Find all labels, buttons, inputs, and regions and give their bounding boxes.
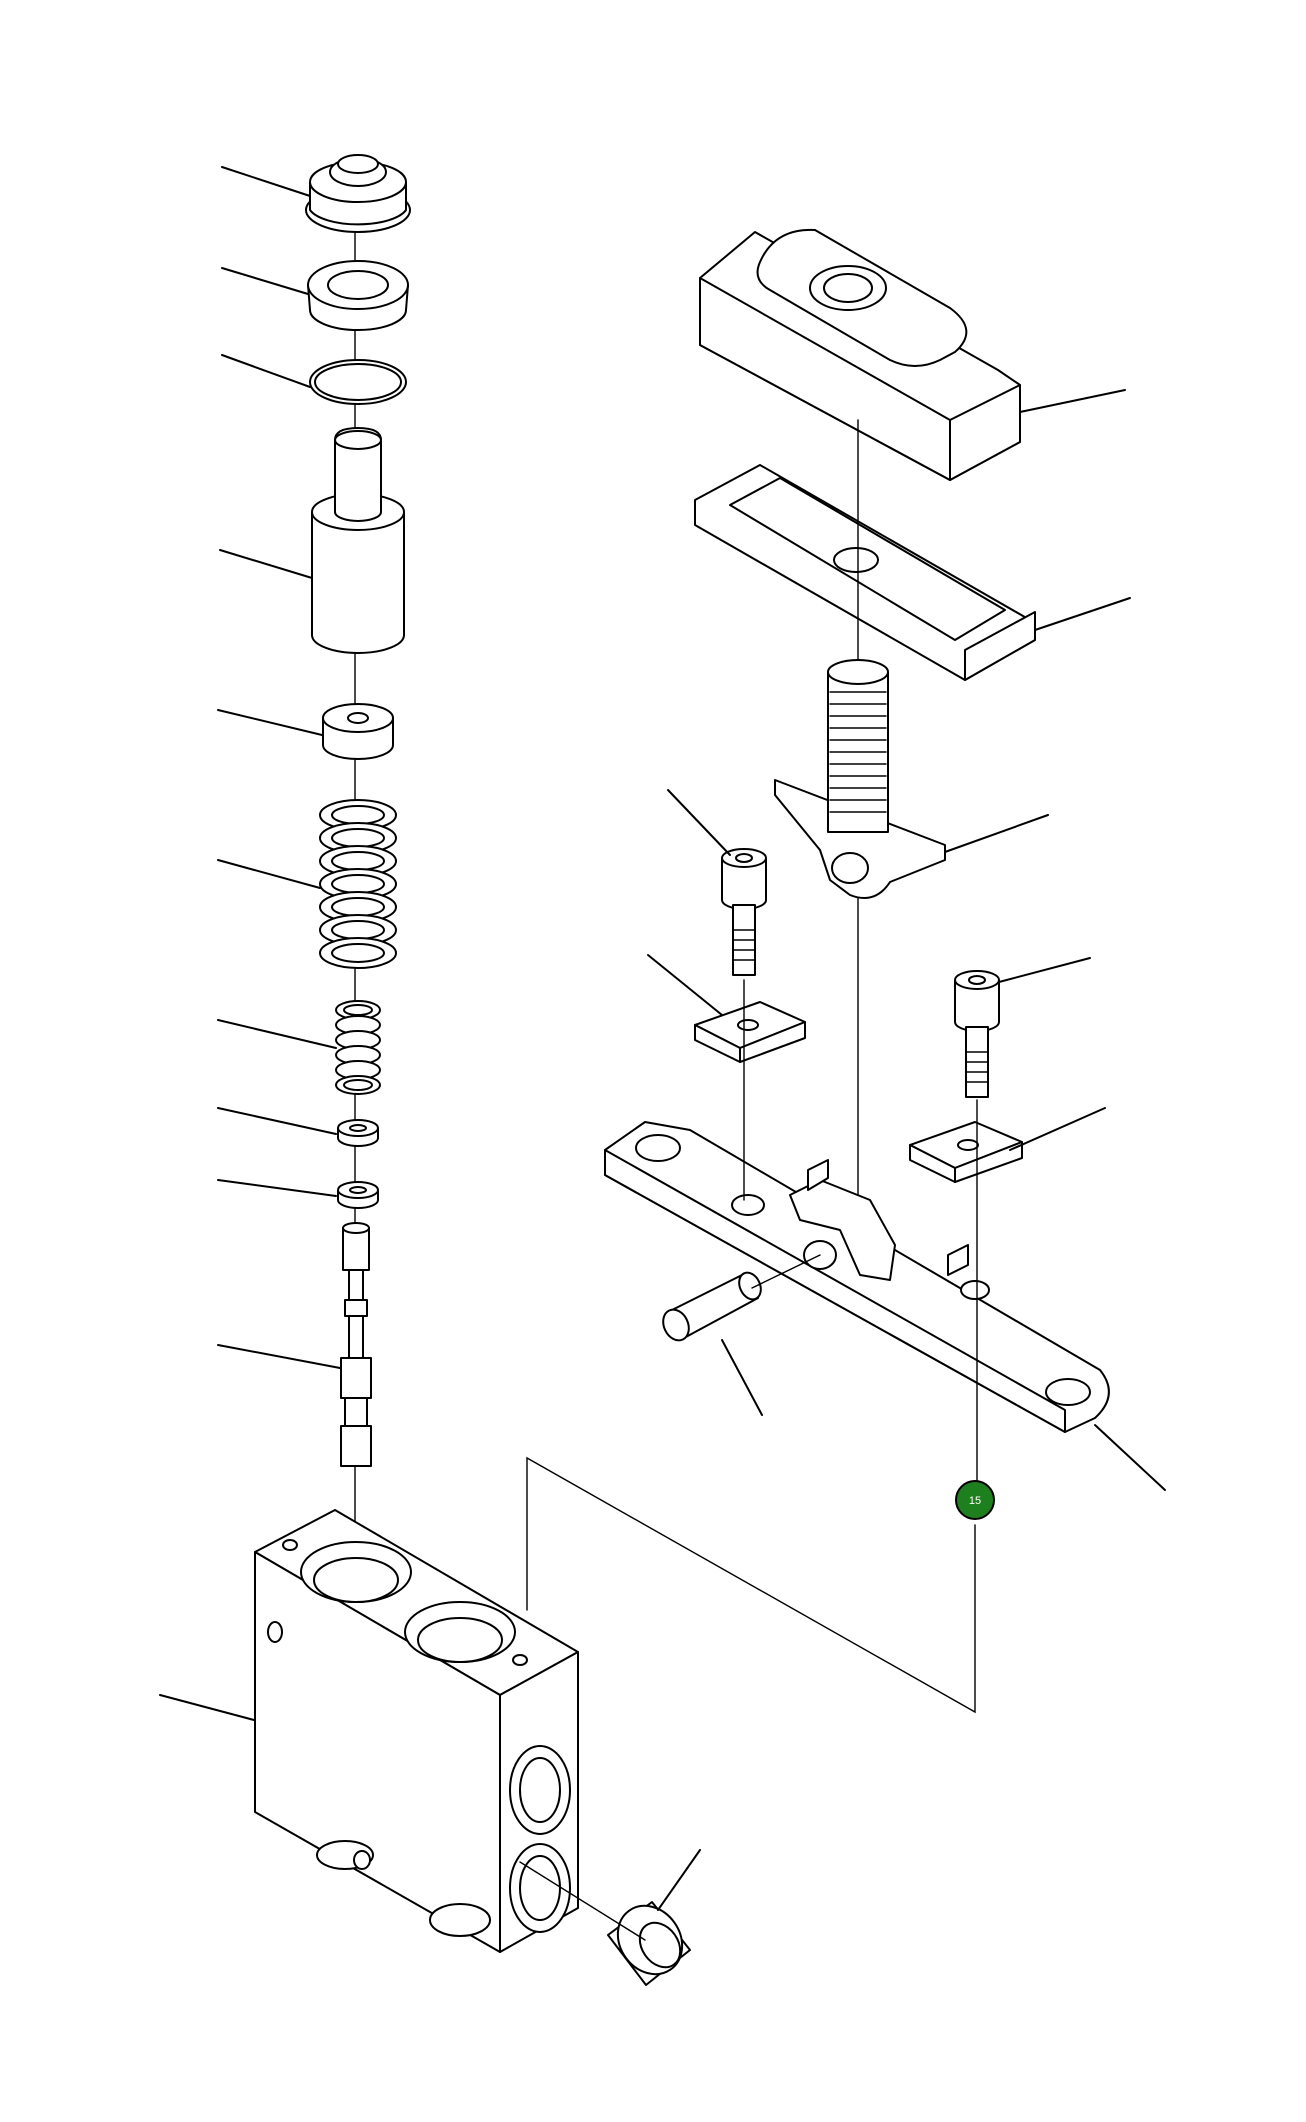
- leader-washer-ring: [221, 267, 309, 295]
- leader-plug-screw: [657, 1849, 701, 1911]
- o-ring: [309, 359, 407, 405]
- callout-circle[interactable]: [955, 1480, 995, 1520]
- leader-spacer: [217, 709, 323, 736]
- leader-square-washer-right: [1009, 1107, 1106, 1151]
- plug-axis-line: [519, 1861, 646, 1941]
- leader-valve-body: [159, 1694, 255, 1721]
- leader-plunger: [219, 549, 313, 579]
- leader-cap-screw-left: [667, 789, 731, 856]
- lever-arm: [604, 1121, 1110, 1433]
- leader-cap-screw-right: [998, 957, 1091, 983]
- assembly-connection-line: [526, 1456, 976, 1714]
- callout-marker[interactable]: 15: [955, 1480, 995, 1520]
- cap-screw-left: [721, 848, 767, 976]
- cap-screw-right: [954, 970, 1000, 1098]
- large-spring: [319, 799, 397, 969]
- leader-small-spring: [217, 1019, 337, 1049]
- leader-threaded-bracket: [944, 814, 1049, 853]
- leader-cap-nut: [221, 166, 311, 197]
- channel-plate: [694, 464, 1036, 681]
- leader-lever-arm: [1094, 1424, 1166, 1491]
- spacer: [322, 703, 394, 760]
- leader-pin: [721, 1339, 763, 1416]
- leader-square-washer-left: [647, 954, 723, 1016]
- leader-valve-stem: [217, 1344, 341, 1369]
- washer-ring: [307, 260, 409, 331]
- leader-small-washer-upper: [217, 1107, 337, 1135]
- top-cover: [699, 228, 1021, 481]
- callout-label: 15: [969, 1495, 981, 1507]
- threaded-bracket: [774, 659, 946, 899]
- leader-o-ring: [221, 354, 311, 388]
- leader-top-cover: [1019, 389, 1126, 413]
- pin-axis-line: [751, 1254, 821, 1289]
- cap-nut: [305, 154, 411, 233]
- small-washer-upper: [337, 1119, 379, 1147]
- small-spring: [335, 1000, 381, 1095]
- plug-screw: [607, 1901, 691, 1986]
- valve-stem: [340, 1222, 372, 1467]
- square-washer-left: [694, 1001, 806, 1063]
- square-washer-right: [909, 1121, 1023, 1183]
- plunger: [311, 427, 405, 654]
- leader-large-spring: [217, 859, 321, 889]
- pin: [662, 1271, 762, 1342]
- leader-channel-plate: [1034, 597, 1131, 631]
- leader-small-washer-lower: [217, 1179, 337, 1197]
- small-washer-lower: [337, 1181, 379, 1209]
- valve-body: [254, 1509, 579, 1953]
